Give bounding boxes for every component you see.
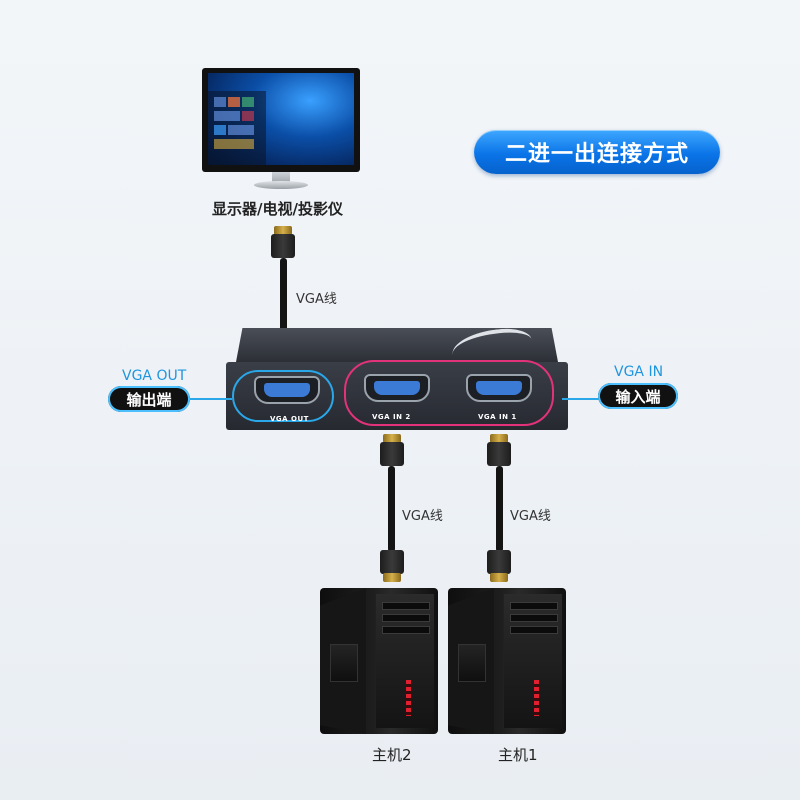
vga-in-1-port: [466, 374, 532, 402]
vga-cable-host1: [496, 466, 503, 552]
input-side-badge: 输入端: [598, 383, 678, 409]
vga-in-2-port: [364, 374, 430, 402]
vga-out-port: [254, 376, 320, 404]
vga-in-1-port-label: VGA IN 1: [478, 413, 517, 421]
vga-in-2-port-label: VGA IN 2: [372, 413, 411, 421]
title-badge: 二进一出连接方式: [474, 130, 720, 174]
vga-connector-top: [271, 226, 295, 260]
vga-connector-in1-top: [487, 434, 511, 468]
cable-label-host1: VGA线: [510, 509, 551, 524]
input-pointer-line: [562, 398, 604, 400]
display-label: 显示器/电视/投影仪: [212, 200, 343, 218]
host-1-label: 主机1: [498, 746, 538, 764]
vga-connector-in2-top: [380, 434, 404, 468]
pc-tower-icon: [320, 588, 438, 734]
pc-tower-icon: [448, 588, 566, 734]
host-2-label: 主机2: [372, 746, 412, 764]
cable-label-host2: VGA线: [402, 509, 443, 524]
vga-cable-monitor: [280, 258, 287, 338]
output-pointer-line: [182, 398, 232, 400]
vga-connector-in2-bottom: [380, 548, 404, 582]
switch-top: [236, 328, 558, 362]
vga-connector-in1-bottom: [487, 548, 511, 582]
output-side-text: VGA OUT: [122, 368, 187, 384]
monitor-screen: [208, 73, 354, 165]
vga-cable-host2: [388, 466, 395, 552]
monitor-base: [254, 181, 308, 189]
output-port-highlight: [232, 370, 334, 422]
input-side-text: VGA IN: [614, 364, 664, 380]
vga-out-port-label: VGA OUT: [270, 415, 309, 423]
input-ports-highlight: [344, 360, 554, 426]
cable-label-monitor: VGA线: [296, 292, 337, 307]
output-side-badge: 输出端: [108, 386, 190, 412]
